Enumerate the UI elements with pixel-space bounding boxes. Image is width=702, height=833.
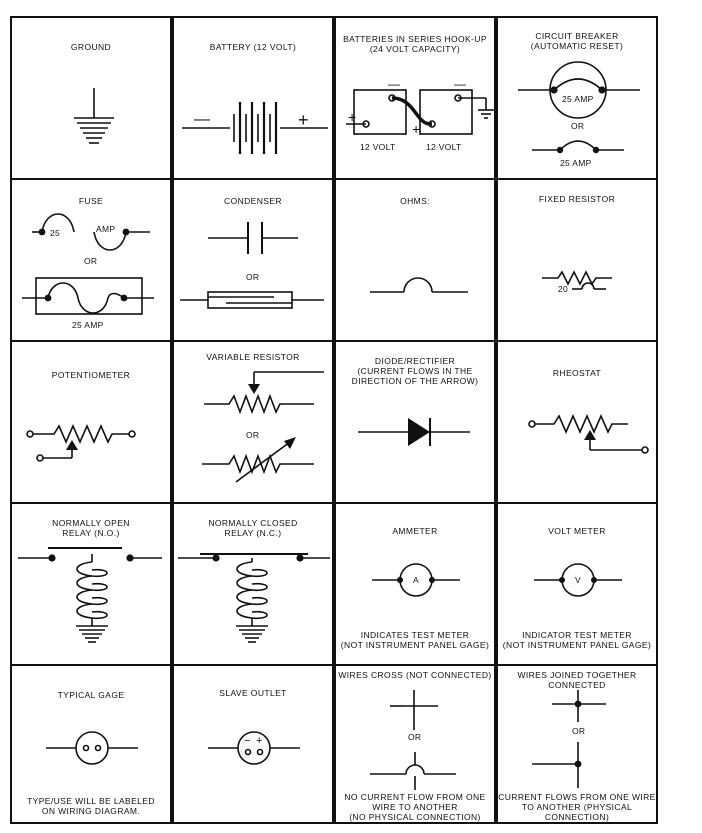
- minus-sign: —: [194, 111, 210, 128]
- fuse-amp: AMP: [96, 224, 115, 234]
- normally-closed-relay-symbol: [178, 553, 330, 643]
- cell-title: DIODE/RECTIFIER (CURRENT FLOWS IN THE DI…: [351, 356, 479, 386]
- cell-title: VOLT METER: [548, 526, 606, 536]
- minus-sign: —: [454, 77, 466, 91]
- wires-joined-symbol: OR: [532, 690, 606, 788]
- cell-title: TYPICAL GAGE: [57, 690, 125, 700]
- cell-rheostat: RHEOSTAT: [496, 340, 658, 504]
- cell-diode-rectifier: DIODE/RECTIFIER (CURRENT FLOWS IN THE DI…: [334, 340, 496, 504]
- meter-letter: A: [413, 575, 419, 585]
- cell-title: CIRCUIT BREAKER (AUTOMATIC RESET): [530, 31, 624, 51]
- cell-title: NORMALLY OPEN RELAY (N.O.): [52, 518, 130, 538]
- cell-title: OHMS:: [400, 196, 430, 206]
- cell-variable-resistor: VARIABLE RESISTOR OR: [172, 340, 334, 504]
- cell-fixed-resistor: FIXED RESISTOR 20: [496, 178, 658, 342]
- cell-title: SLAVE OUTLET: [219, 688, 287, 698]
- plus-sign: +: [256, 735, 263, 747]
- typical-gage-symbol: [46, 731, 138, 765]
- cell-circuit-breaker: CIRCUIT BREAKER (AUTOMATIC RESET) 25 AMP…: [496, 16, 658, 180]
- cell-title: FUSE: [78, 196, 104, 206]
- or-label: OR: [572, 726, 585, 736]
- variable-resistor-symbol: OR: [202, 371, 324, 483]
- minus-sign: —: [388, 77, 400, 91]
- volt-meter-symbol: V: [534, 563, 622, 597]
- cell-title: AMMETER: [392, 526, 438, 536]
- cell-wires-cross: WIRES CROSS (NOT CONNECTED) OR NO CURREN…: [334, 664, 496, 824]
- cell-wires-joined: WIRES JOINED TOGETHER CONNECTED OR CURRE…: [496, 664, 658, 824]
- cell-ohms: OHMS:: [334, 178, 496, 342]
- fuse-number: 25: [50, 228, 60, 238]
- diode-symbol: [358, 418, 470, 446]
- cell-title: FIXED RESISTOR: [538, 194, 616, 204]
- cell-caption: CURRENT FLOWS FROM ONE WIRE TO ANOTHER (…: [498, 792, 656, 822]
- amp-label: 25 AMP: [72, 320, 104, 330]
- amp-label: 25 AMP: [560, 158, 592, 168]
- circuit-breaker-symbol: 25 AMP OR 25 AMP: [518, 61, 640, 168]
- rheostat-symbol: [528, 414, 649, 454]
- cell-caption: INDICATES TEST METER (NOT INSTRUMENT PAN…: [340, 630, 490, 650]
- cell-caption: NO CURRENT FLOW FROM ONE WIRE TO ANOTHER…: [344, 792, 486, 822]
- or-label: OR: [408, 732, 421, 742]
- cell-title: BATTERIES IN SERIES HOOK-UP (24 VOLT CAP…: [343, 34, 487, 54]
- potentiometer-symbol: [26, 424, 136, 462]
- cell-caption: INDICATOR TEST METER (NOT INSTRUMENT PAN…: [502, 630, 652, 650]
- cell-slave-outlet: SLAVE OUTLET − +: [172, 664, 334, 824]
- cell-condenser: CONDENSER OR: [172, 178, 334, 342]
- plus-sign: +: [298, 110, 309, 130]
- cell-fuse: FUSE 25 AMP OR 25 AMP: [10, 178, 172, 342]
- or-label: OR: [571, 121, 584, 131]
- battery-left-label: 12 VOLT: [360, 142, 396, 152]
- ground-symbol: [74, 88, 114, 144]
- cell-title: GROUND: [70, 42, 112, 52]
- cell-batteries-series: BATTERIES IN SERIES HOOK-UP (24 VOLT CAP…: [334, 16, 496, 180]
- meter-letter: V: [575, 575, 581, 585]
- cell-ground: GROUND: [10, 16, 172, 180]
- or-label: OR: [84, 256, 97, 266]
- cell-caption: TYPE/USE WILL BE LABELED ON WIRING DIAGR…: [27, 796, 155, 816]
- batteries-series-symbol: + — + — 12 VOLT 12 VOLT: [346, 77, 494, 152]
- cell-normally-closed-relay: NORMALLY CLOSED RELAY (N.C.): [172, 502, 334, 666]
- resistor-value: 20: [558, 284, 568, 294]
- slave-outlet-symbol: − +: [208, 731, 300, 765]
- cell-ammeter: AMMETER A INDICATES TEST METER (NOT INST…: [334, 502, 496, 666]
- cell-title: NORMALLY CLOSED RELAY (N.C.): [208, 518, 298, 538]
- ohms-symbol: [370, 277, 468, 293]
- minus-sign: −: [244, 735, 251, 747]
- cell-potentiometer: POTENTIOMETER: [10, 340, 172, 504]
- or-label: OR: [246, 272, 259, 282]
- fixed-resistor-symbol: 20: [542, 270, 612, 294]
- wires-cross-symbol: OR: [370, 690, 456, 790]
- plus-sign: +: [348, 109, 356, 125]
- cell-battery: BATTERY (12 VOLT) — +: [172, 16, 334, 180]
- cell-title: POTENTIOMETER: [51, 370, 131, 380]
- cell-title: WIRES JOINED TOGETHER CONNECTED: [517, 670, 637, 690]
- cell-volt-meter: VOLT METER V INDICATOR TEST METER (NOT I…: [496, 502, 658, 666]
- battery-symbol: — +: [182, 102, 328, 154]
- ammeter-symbol: A: [372, 563, 460, 597]
- cell-title: VARIABLE RESISTOR: [206, 352, 300, 362]
- cell-title: BATTERY (12 VOLT): [209, 42, 297, 52]
- normally-open-relay-symbol: [18, 547, 162, 643]
- battery-right-label: 12 VOLT: [426, 142, 462, 152]
- cell-title: RHEOSTAT: [552, 368, 602, 378]
- fuse-symbol: 25 AMP OR 25 AMP: [22, 213, 154, 330]
- amp-label: 25 AMP: [562, 94, 594, 104]
- plus-sign: +: [412, 121, 420, 137]
- symbol-chart-grid: GROUND BATTERY (12 VOLT) — +: [10, 16, 658, 824]
- cell-title: CONDENSER: [224, 196, 282, 206]
- or-label: OR: [246, 430, 259, 440]
- condenser-symbol: OR: [180, 222, 324, 309]
- cell-title: WIRES CROSS (NOT CONNECTED): [338, 670, 492, 680]
- cell-typical-gage: TYPICAL GAGE TYPE/USE WILL BE LABELED ON…: [10, 664, 172, 824]
- cell-normally-open-relay: NORMALLY OPEN RELAY (N.O.): [10, 502, 172, 666]
